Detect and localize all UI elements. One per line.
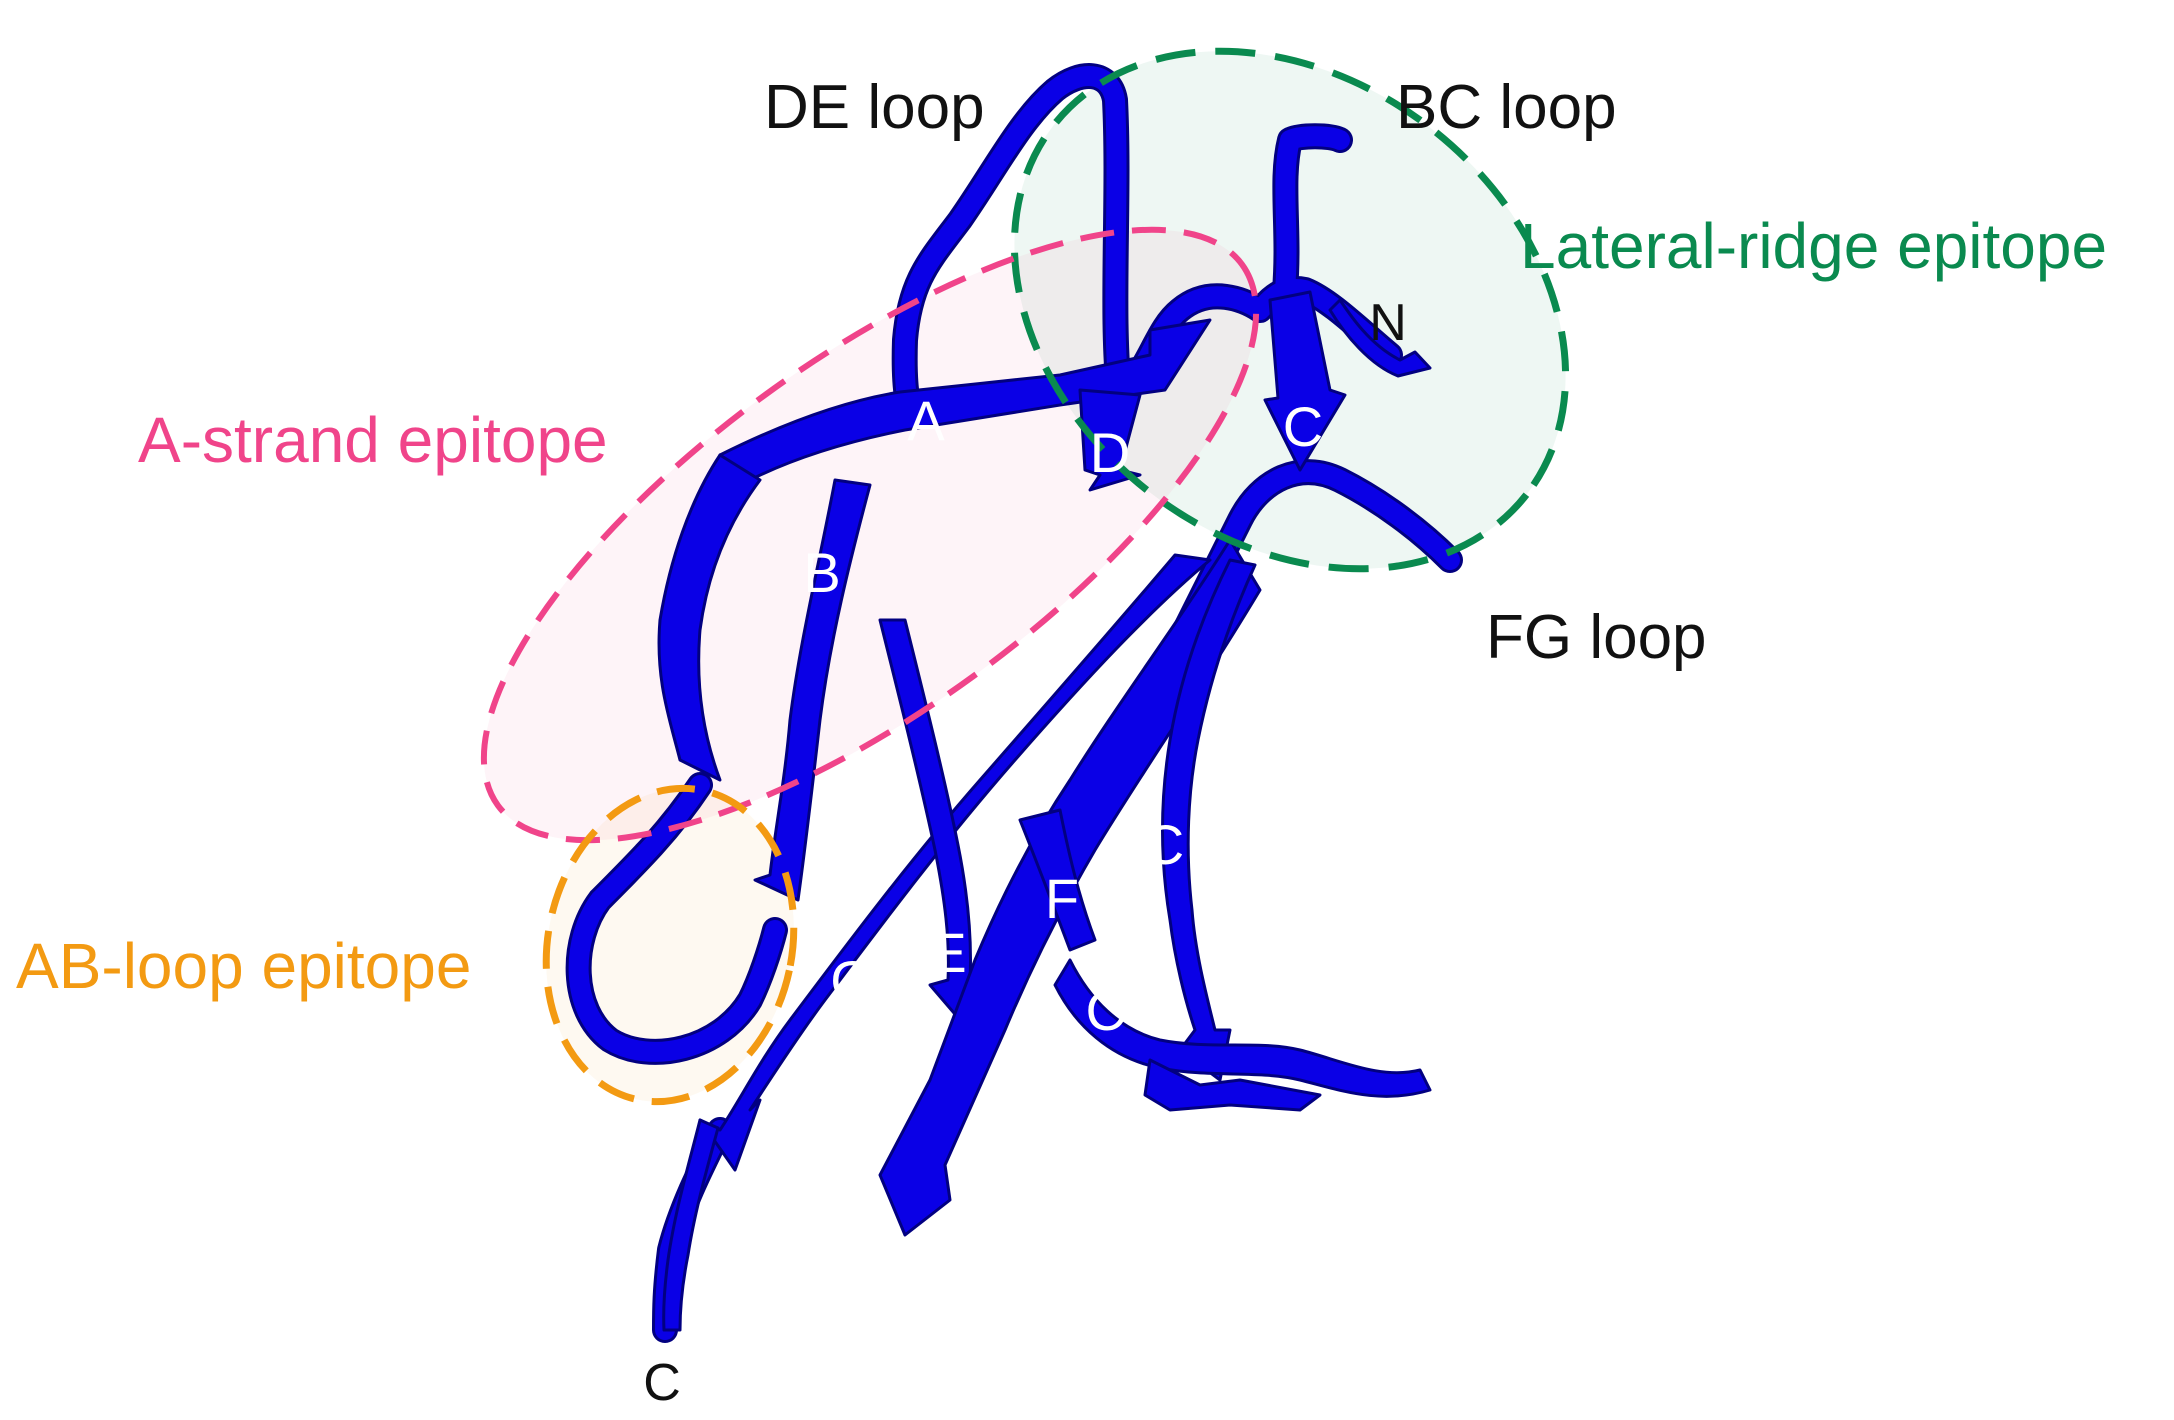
- de-loop-label: DE loop: [764, 73, 985, 142]
- strand-label-c-prime: C’: [1086, 979, 1139, 1042]
- strand-label-f: F: [1045, 867, 1079, 930]
- epitope-outlines: [480, 47, 1570, 1106]
- c-terminus-tail: [662, 1118, 720, 1332]
- strand-label-g: G: [830, 949, 874, 1012]
- ab-loop-epitope-label: AB-loop epitope: [16, 930, 471, 1002]
- strand-a-ribbon: [718, 318, 1212, 482]
- strand-labels: A B C D C F E G C’: [803, 389, 1323, 1042]
- strand-c-top-ribbon: [1263, 290, 1347, 472]
- strand-b-ribbon: [657, 453, 762, 782]
- n-terminus-label: N: [1369, 294, 1407, 352]
- c-terminus-label: C: [643, 1354, 681, 1412]
- strand-fg-tail-ribbon: [1143, 1058, 1322, 1112]
- strand-b-lower-ribbon: [753, 478, 872, 902]
- strand-label-a: A: [907, 389, 945, 452]
- a-strand-region-fill: [483, 229, 1257, 841]
- fg-loop-label: FG loop: [1486, 603, 1707, 672]
- strand-label-c-lower: C: [1144, 813, 1184, 876]
- strand-label-e: E: [929, 921, 966, 984]
- strand-g-ribbon: [698, 553, 1212, 1172]
- ab-loop-epitope-outline: [542, 784, 798, 1106]
- n-terminus-hook: [1328, 298, 1432, 378]
- strand-c-lower-ribbon: [1161, 558, 1257, 1082]
- strand-d-ribbon: [1078, 388, 1142, 492]
- strand-label-c-top: C: [1283, 395, 1323, 458]
- protein-ribbon: [565, 63, 1463, 1343]
- a-strand-epitope-label: A-strand epitope: [138, 404, 608, 476]
- bc-loop-label: BC loop: [1396, 73, 1617, 142]
- strand-label-b: B: [803, 541, 840, 604]
- strand-label-d: D: [1090, 421, 1130, 484]
- a-strand-epitope-outline: [480, 226, 1260, 844]
- strand-f-upper-ribbon: [1018, 808, 1097, 952]
- lateral-ridge-epitope-label: Lateral-ridge epitope: [1520, 210, 2107, 282]
- lateral-ridge-epitope-outline: [1010, 47, 1570, 573]
